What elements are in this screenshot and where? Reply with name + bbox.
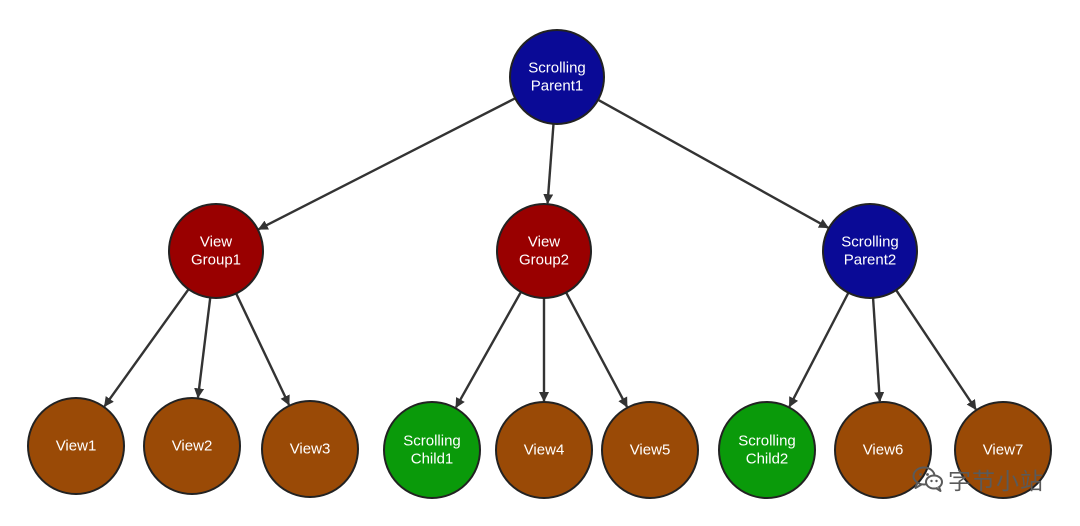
edge-view-group2-to-view5 [565,291,629,408]
node-view7: View7 [954,401,1052,499]
edge-scrolling-parent2-to-scrolling-child2 [788,292,850,408]
node-label: Scrolling [528,60,586,77]
node-circle [27,397,125,495]
node-label: Parent1 [531,78,584,95]
node-circle [261,400,359,498]
edge-view-group1-to-view3 [235,292,291,406]
edge-view-group1-to-view2 [194,297,212,399]
node-label: View7 [983,442,1024,459]
node-label: Child1 [411,451,454,468]
node-label: Parent2 [844,252,897,269]
node-label: Group1 [191,252,241,269]
node-circle [834,401,932,499]
watermark: 字节小站 [912,462,1044,496]
node-view3: View3 [261,400,359,498]
node-label: View1 [56,438,97,455]
node-label: Scrolling [738,433,796,450]
node-label: View6 [863,442,904,459]
node-label: View [528,234,560,251]
node-view6: View6 [834,401,932,499]
node-view2: View2 [143,397,241,495]
node-view5: View5 [601,401,699,499]
node-view4: View4 [495,401,593,499]
node-circle [509,29,605,125]
edges-layer [103,97,977,411]
node-label: Group2 [519,252,569,269]
node-circle [601,401,699,499]
node-circle [718,401,816,499]
edge-view-group1-to-view1 [103,288,190,408]
edge-scrolling-parent1-to-scrolling-parent2 [597,98,829,229]
wechat-icon [912,466,943,492]
watermark-text: 字节小站 [948,469,1044,495]
node-circle [383,401,481,499]
node-view1: View1 [27,397,125,495]
nodes-layer: ScrollingParent1ViewGroup1ViewGroup2Scro… [27,29,1052,499]
node-circle [822,203,918,299]
node-label: Scrolling [841,234,899,251]
node-circle [495,401,593,499]
node-circle [496,203,592,299]
edge-scrolling-parent2-to-view7 [895,289,977,411]
node-label: View2 [172,438,213,455]
node-label: View [200,234,232,251]
edge-scrolling-parent1-to-view-group1 [257,97,516,231]
node-label: Scrolling [403,433,461,450]
edge-scrolling-parent1-to-view-group2 [543,123,555,205]
node-label: View4 [524,442,565,459]
node-circle [168,203,264,299]
node-label: View5 [630,442,671,459]
node-circle [954,401,1052,499]
edge-scrolling-parent2-to-view6 [871,297,885,403]
node-label: Child2 [746,451,789,468]
edge-view-group2-to-scrolling-child1 [454,291,522,409]
node-label: View3 [290,441,331,458]
node-circle [143,397,241,495]
